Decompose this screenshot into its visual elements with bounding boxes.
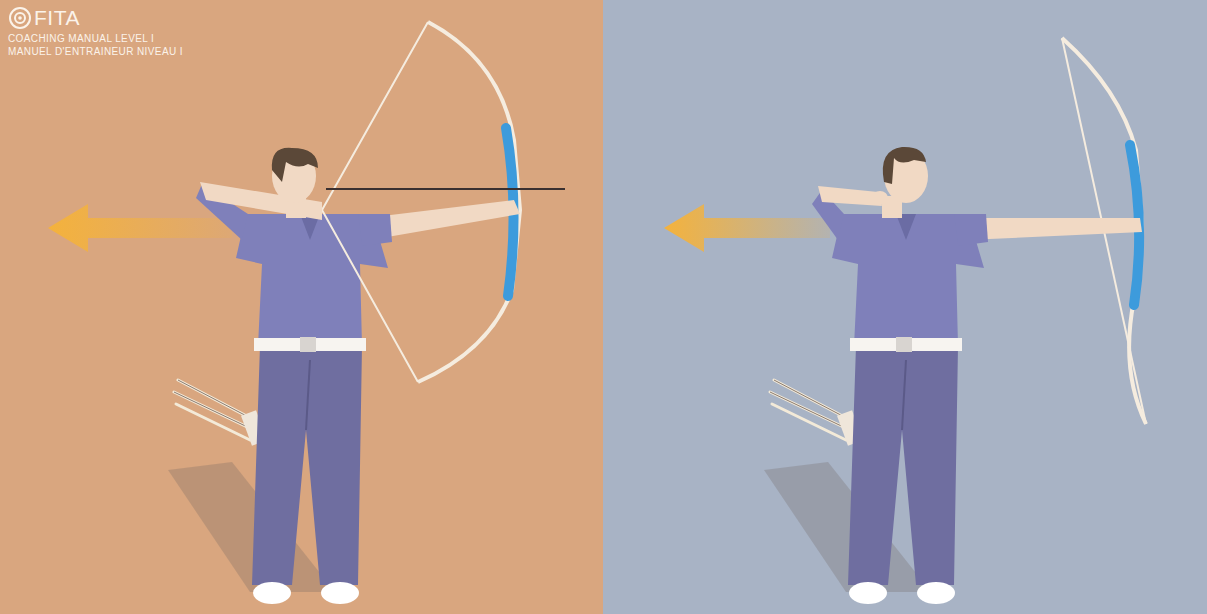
manual-title: COACHING MANUAL LEVEL I (8, 33, 154, 44)
logo-text: FITA (34, 6, 80, 30)
manual-title: MANUEL D'ENTRAINEUR NIVEAU I (8, 46, 183, 57)
